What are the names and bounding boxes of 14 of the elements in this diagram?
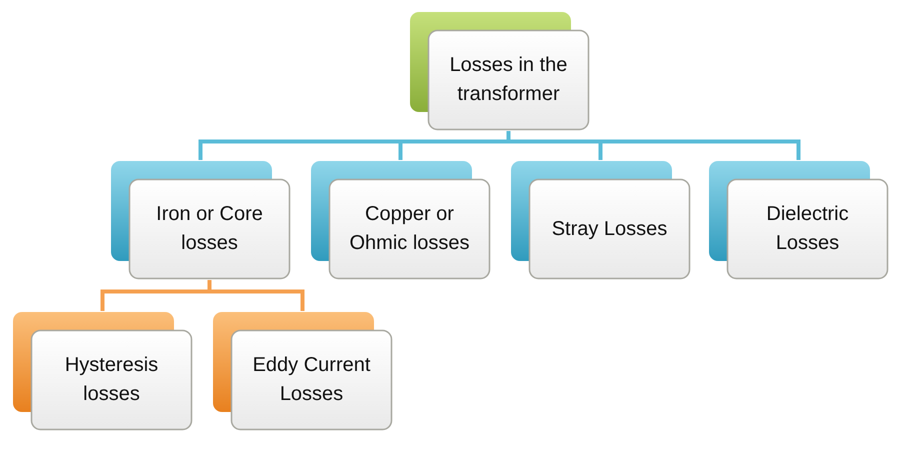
node-label: Dielectric Losses	[765, 202, 850, 256]
stacked-process-box	[212, 311, 393, 431]
stacked-process-box	[708, 160, 889, 280]
node-label: Hysteresis losses	[64, 353, 160, 407]
stacked-process-box	[510, 160, 691, 280]
stacked-process-box	[12, 311, 193, 431]
node-label: Iron or Core losses	[155, 202, 264, 256]
node-label: Eddy Current Losses	[252, 353, 372, 407]
node-label: Losses in the transformer	[448, 53, 568, 107]
node-label: Stray Losses	[552, 216, 668, 242]
stacked-process-box	[310, 160, 491, 280]
node-label: Copper or Ohmic losses	[348, 202, 471, 256]
stacked-process-box	[110, 160, 291, 280]
stacked-process-box	[409, 11, 590, 131]
